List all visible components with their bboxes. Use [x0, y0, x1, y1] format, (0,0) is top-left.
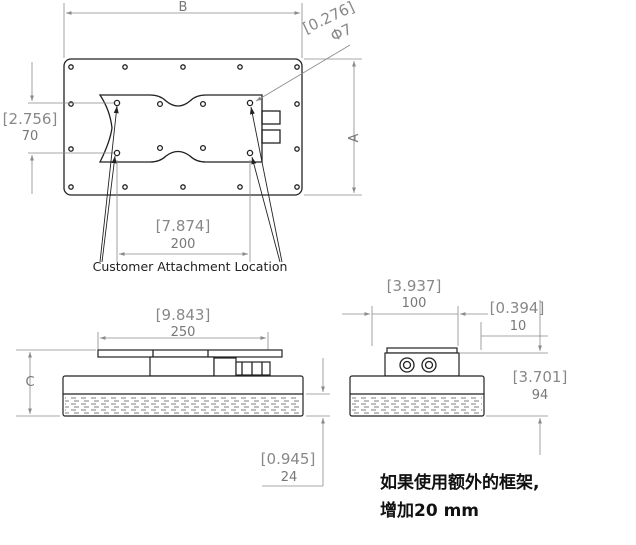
front-height-label-c: C	[25, 375, 34, 390]
mounting-plate	[63, 58, 303, 196]
front-width-inch: [9.843]	[156, 306, 211, 324]
carriage-outline	[98, 94, 263, 163]
side-width-inch: [3.937]	[387, 277, 442, 295]
offset-mm: 10	[510, 319, 527, 334]
front-view: [9.843] 250 C [0.945] 24	[16, 306, 330, 487]
height-label-a: A	[347, 133, 362, 142]
note-line-2: 增加20 mm	[380, 500, 479, 521]
top-view: B A	[3, 0, 362, 274]
side-width-mm: 100	[402, 296, 427, 311]
spacing-h-mm: 200	[171, 237, 196, 252]
frame-note: 如果使用额外的框架, 增加20 mm	[380, 472, 539, 521]
plate-holes	[68, 64, 300, 190]
base-height-inch: [0.945]	[261, 450, 316, 468]
side-height-inch: [3.701]	[513, 368, 568, 386]
width-label-b: B	[179, 0, 188, 15]
carriage-holes	[113, 99, 254, 157]
spacing-v-mm: 70	[22, 129, 39, 144]
front-width-mm: 250	[171, 325, 196, 340]
base-height-mm: 24	[281, 470, 298, 485]
offset-inch: [0.394]	[490, 299, 545, 317]
attachment-callout: Customer Attachment Location	[93, 259, 288, 274]
side-view: [3.937] 100 [0.394] 10 [3.701] 94	[342, 277, 567, 455]
side-height-mm: 94	[532, 388, 549, 403]
spacing-h-inch: [7.874]	[156, 217, 211, 235]
spacing-v-inch: [2.756]	[3, 110, 58, 128]
note-line-1: 如果使用额外的框架,	[380, 472, 539, 493]
